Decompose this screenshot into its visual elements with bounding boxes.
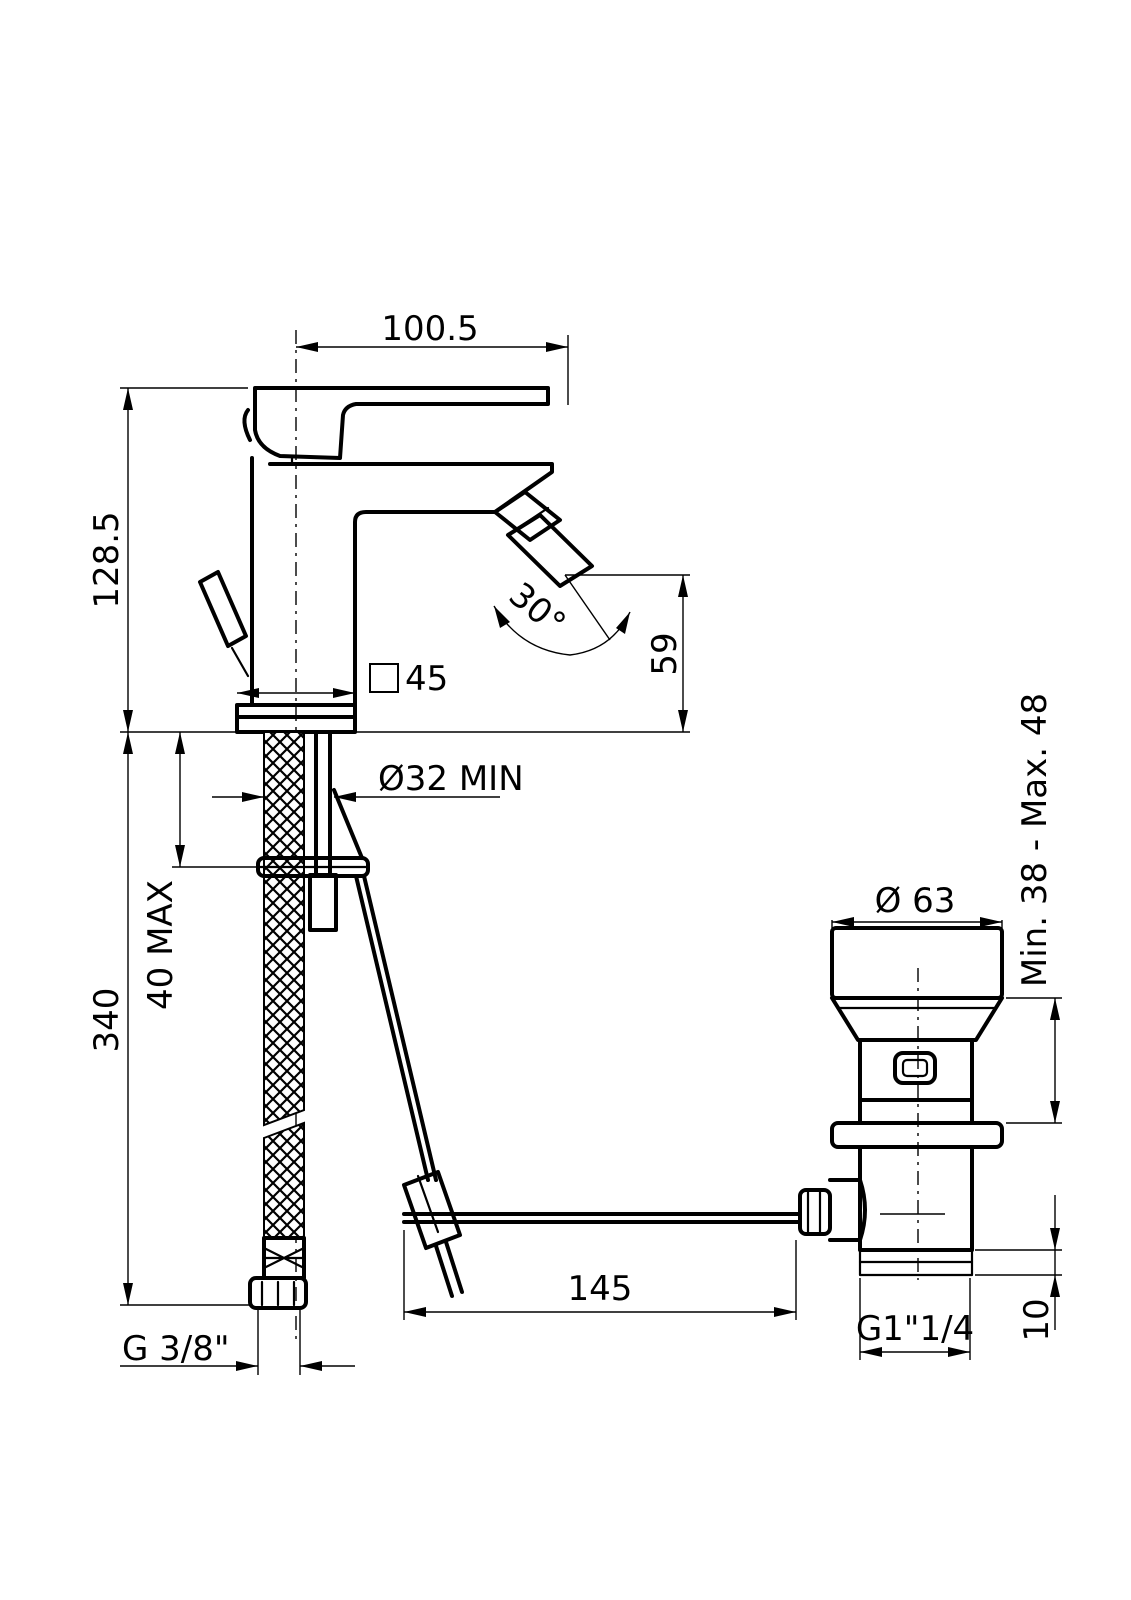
flexible-hose (248, 731, 308, 1310)
dim-rod-length (403, 1230, 797, 1320)
dim-hose-length (120, 732, 250, 1306)
label-hose-length: 340 (87, 988, 127, 1053)
label-waste-range: Min. 38 - Max. 48 (1015, 693, 1055, 987)
label-hose-thread: G 3/8" (122, 1329, 230, 1369)
label-spout-height: 59 (645, 632, 685, 675)
label-thread-length: 10 (1017, 1298, 1057, 1341)
label-total-height: 128.5 (87, 511, 127, 608)
dim-spray-angle (493, 574, 631, 656)
pivot-rod-assembly (402, 1170, 802, 1298)
label-spout-reach: 100.5 (381, 309, 478, 349)
dim-spout-reach (296, 335, 569, 405)
dim-max-deck-thickness (172, 732, 258, 868)
dim-waste-cap-diameter (831, 917, 1003, 928)
mixer-body (198, 386, 554, 734)
label-base-size: 45 (405, 659, 448, 699)
dim-base-size (237, 663, 399, 698)
dim-hose-thread (120, 1310, 355, 1375)
fixing-stud (256, 730, 438, 1182)
label-max-deck-thickness: 40 MAX (141, 880, 181, 1010)
dim-hole-diameter (212, 792, 500, 802)
dim-spout-height (565, 574, 690, 732)
label-rod-length: 145 (568, 1269, 633, 1309)
pop-up-waste (798, 926, 1004, 1280)
label-hole-diameter: Ø32 MIN (378, 759, 524, 799)
label-waste-thread: G1"1/4 (856, 1309, 974, 1349)
dim-waste-range (1006, 997, 1062, 1124)
dim-thread-length (975, 1195, 1062, 1330)
spray-nozzle (493, 490, 594, 588)
dim-total-height (120, 387, 248, 732)
square-icon (369, 663, 399, 693)
label-waste-cap-diameter: Ø 63 (875, 881, 956, 921)
dim-waste-thread (859, 1278, 971, 1360)
